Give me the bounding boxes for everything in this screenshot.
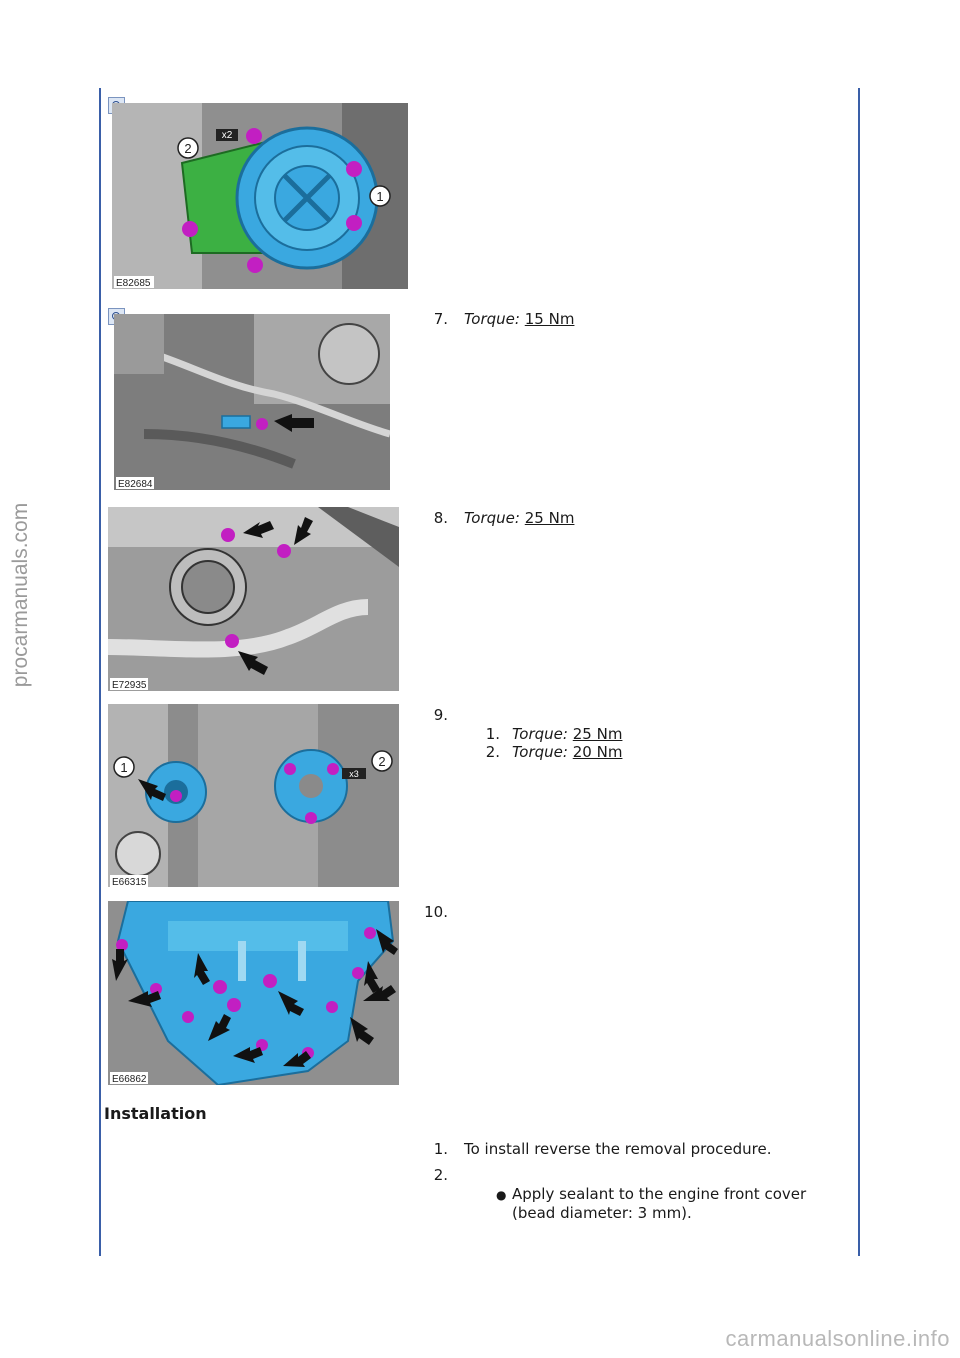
step-number: 9.	[433, 706, 448, 724]
step-text: To install reverse the removal procedure…	[464, 1140, 772, 1158]
figure-E82685: 2 x2 1 E82685	[112, 103, 408, 289]
substep-number: 2.	[485, 743, 500, 761]
torque-label: Torque:	[512, 743, 568, 761]
torque-label: Torque:	[464, 509, 520, 527]
figure-E66315: x3 1 2 E66315	[108, 704, 399, 887]
figure-code: E82684	[118, 479, 153, 490]
torque-label: Torque:	[512, 725, 568, 743]
callout-label: x3	[349, 769, 359, 779]
substep-1: 1. Torque: 25 Nm	[464, 725, 764, 745]
right-margin-rule	[858, 88, 860, 1256]
figure-code: E82685	[116, 278, 151, 289]
left-margin-rule	[99, 88, 101, 1256]
figure-code: E72935	[112, 680, 147, 691]
bottom-watermark: carmanualsonline.info	[725, 1326, 950, 1351]
step-9: 9. 1. Torque: 25 Nm 2. Torque: 20 Nm	[420, 706, 840, 766]
figure-code: E66862	[112, 1074, 147, 1085]
step-number: 7.	[433, 310, 448, 328]
torque-value: 25 Nm	[524, 509, 575, 527]
installation-step-2: 2. ● Apply sealant to the engine front c…	[420, 1166, 840, 1226]
torque-value: 20 Nm	[572, 743, 623, 761]
figure-E82684: E82684	[114, 314, 390, 490]
section-title-installation: Installation	[104, 1104, 207, 1123]
step-number: 10.	[424, 903, 448, 921]
torque-label: Torque:	[464, 310, 520, 328]
side-watermark: procarmanuals.com	[9, 502, 32, 688]
torque-value: 25 Nm	[572, 725, 623, 743]
figure-E66862: E66862	[108, 901, 399, 1085]
callout-label: 2	[184, 141, 191, 156]
step-number: 8.	[433, 509, 448, 527]
figure-E72935: E72935	[108, 507, 399, 691]
bullet-text: Apply sealant to the engine front cover …	[512, 1185, 807, 1222]
callout-label: 1	[376, 189, 383, 204]
step-number: 1.	[433, 1140, 448, 1158]
step-number: 2.	[433, 1166, 448, 1184]
figure-code: E66315	[112, 877, 147, 887]
bullet-icon: ●	[496, 1188, 507, 1202]
substep-2: 2. Torque: 20 Nm	[464, 743, 764, 763]
callout-label: 1	[120, 760, 127, 775]
callout-label: 2	[378, 754, 385, 769]
torque-value: 15 Nm	[524, 310, 575, 328]
substep-number: 1.	[485, 725, 500, 743]
callout-label: x2	[222, 130, 233, 141]
